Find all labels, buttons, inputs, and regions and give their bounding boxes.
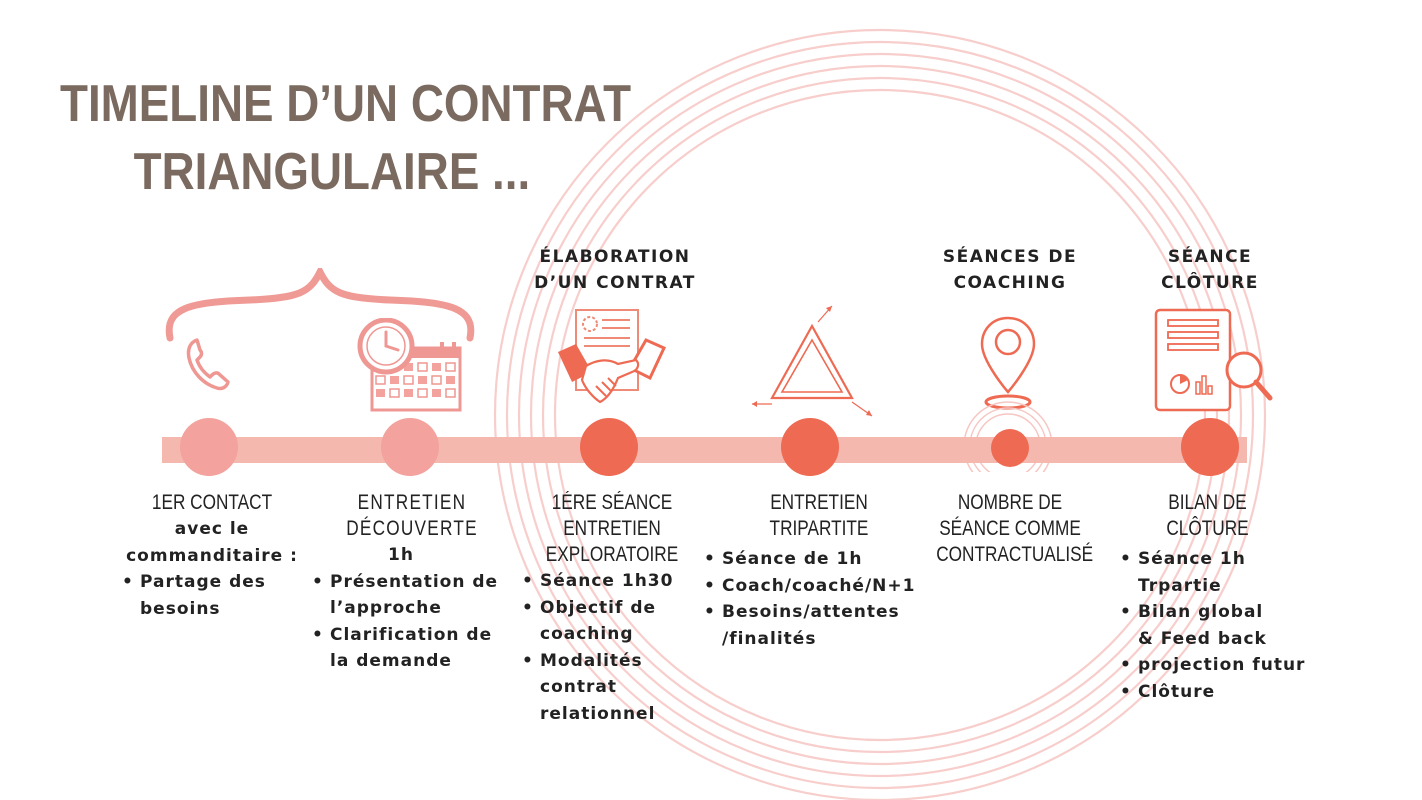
step-1-sub-line: commanditaire :	[126, 545, 298, 566]
step-4: ENTRETIEN TRIPARTITE Séance de 1h Coach/…	[704, 490, 934, 652]
page-title: TIMELINE D’UN CONTRAT TRIANGULAIRE ...	[60, 70, 632, 206]
phase-coaching-line1: SÉANCES DE	[942, 247, 1078, 267]
step-1: 1ER CONTACT avec le commanditaire : Part…	[112, 490, 312, 622]
bullet-item: Séance 1h30	[522, 568, 692, 595]
timeline-bar	[162, 437, 1247, 463]
bullet-item: Présentation de l’approche	[312, 569, 507, 622]
title-line-1: TIMELINE D’UN CONTRAT	[60, 75, 632, 133]
bullet-item: Clôture	[1120, 679, 1300, 706]
step-1-bullets: Partage des besoins	[122, 569, 282, 622]
step-5-head-line: SÉANCE COMME	[939, 517, 1081, 540]
step-4-head: ENTRETIEN TRIPARTITE	[725, 490, 914, 542]
bullet-item: Partage des besoins	[122, 569, 282, 622]
step-4-head-line: ENTRETIEN	[770, 491, 868, 514]
step-6-bullets: Séance 1h Trpartie Bilan global & Feed b…	[1120, 546, 1304, 706]
step-3: 1ÉRE SÉANCE ENTRETIEN EXPLORATOIRE Séanc…	[522, 490, 702, 727]
bullet-item: Bilan global & Feed back	[1120, 599, 1300, 652]
phase-closure-line1: SÉANCE	[1167, 247, 1253, 267]
step-2-sub: 1h	[312, 542, 512, 569]
phase-label-contract: ÉLABORATION D’UN CONTRAT	[520, 244, 710, 296]
step-6-head: BILAN DE CLÔTURE	[1136, 490, 1280, 542]
step-2-bullets: Présentation de l’approche Clarification…	[312, 569, 507, 675]
step-3-head: 1ÉRE SÉANCE ENTRETIEN EXPLORATOIRE	[538, 490, 686, 568]
step-1-sub-line: avec le	[174, 519, 250, 539]
step-1-head: 1ER CONTACT	[130, 490, 294, 516]
curly-brace-icon	[165, 268, 475, 342]
timeline-dot-6	[1181, 418, 1239, 476]
step-4-head-line: TRIPARTITE	[769, 517, 869, 540]
timeline-dot-3	[580, 418, 638, 476]
bullet-item: Clarification de la demande	[312, 622, 507, 675]
report-magnifier-icon	[1154, 308, 1273, 412]
handshake-contract-icon	[558, 309, 666, 404]
bullet-item: Coach/coaché/N+1	[704, 573, 914, 600]
step-3-head-line: EXPLORATOIRE	[545, 543, 679, 566]
title-line-2: TRIANGULAIRE ...	[133, 143, 531, 201]
step-5-head: NOMBRE DE SÉANCE COMME CONTRACTUALISÉ	[936, 490, 1094, 568]
phase-label-coaching: SÉANCES DE COACHING	[925, 244, 1095, 296]
step-2: ENTRETIEN DÉCOUVERTE 1h Présentation de …	[312, 490, 512, 675]
step-3-bullets: Séance 1h30 Objectif de coaching Modalit…	[522, 568, 692, 727]
step-1-sub: avec le commanditaire :	[112, 516, 312, 569]
triangle-icon	[752, 305, 873, 417]
step-6: BILAN DE CLÔTURE Séance 1h Trpartie Bila…	[1120, 490, 1330, 705]
step-5-head-line: CONTRACTUALISÉ	[936, 543, 1094, 566]
phase-contract-line2: D’UN CONTRAT	[534, 273, 696, 293]
phone-icon	[186, 338, 230, 391]
step-3-head-line: 1ÉRE SÉANCE	[551, 491, 673, 514]
timeline-dot-5	[991, 429, 1029, 467]
step-3-head-line: ENTRETIEN	[563, 517, 661, 540]
step-6-head-line: BILAN DE CLÔTURE	[1166, 491, 1249, 540]
bullet-item: Objectif de coaching	[522, 595, 692, 648]
step-2-head-line: DÉCOUVERTE	[346, 517, 478, 540]
step-2-sub-line: 1h	[388, 545, 414, 565]
step-1-head-line: 1ER CONTACT	[151, 491, 273, 514]
phase-closure-line2: CLÔTURE	[1161, 273, 1259, 293]
phase-coaching-line2: COACHING	[953, 273, 1067, 293]
step-2-head: ENTRETIEN DÉCOUVERTE	[330, 490, 494, 542]
step-2-head-line: ENTRETIEN	[357, 491, 467, 514]
timeline-dot-1	[180, 418, 238, 476]
step-5-head-line: NOMBRE DE	[957, 491, 1063, 514]
timeline-dot-4	[781, 418, 839, 476]
timeline-dot-2	[381, 418, 439, 476]
phase-contract-line1: ÉLABORATION	[539, 247, 691, 267]
step-5: NOMBRE DE SÉANCE COMME CONTRACTUALISÉ	[920, 490, 1100, 568]
step-4-bullets: Séance de 1h Coach/coaché/N+1 Besoins/at…	[704, 546, 914, 652]
bullet-item: Séance de 1h	[704, 546, 909, 573]
phase-label-closure: SÉANCE CLÔTURE	[1130, 244, 1290, 296]
bullet-item: projection futur	[1120, 652, 1304, 679]
clock-calendar-icon	[357, 318, 462, 412]
bullet-item: Besoins/attentes /finalités	[704, 599, 909, 652]
bullet-item: Séance 1h Trpartie	[1120, 546, 1300, 599]
bullet-item: Modalités contrat relationnel	[522, 648, 692, 728]
